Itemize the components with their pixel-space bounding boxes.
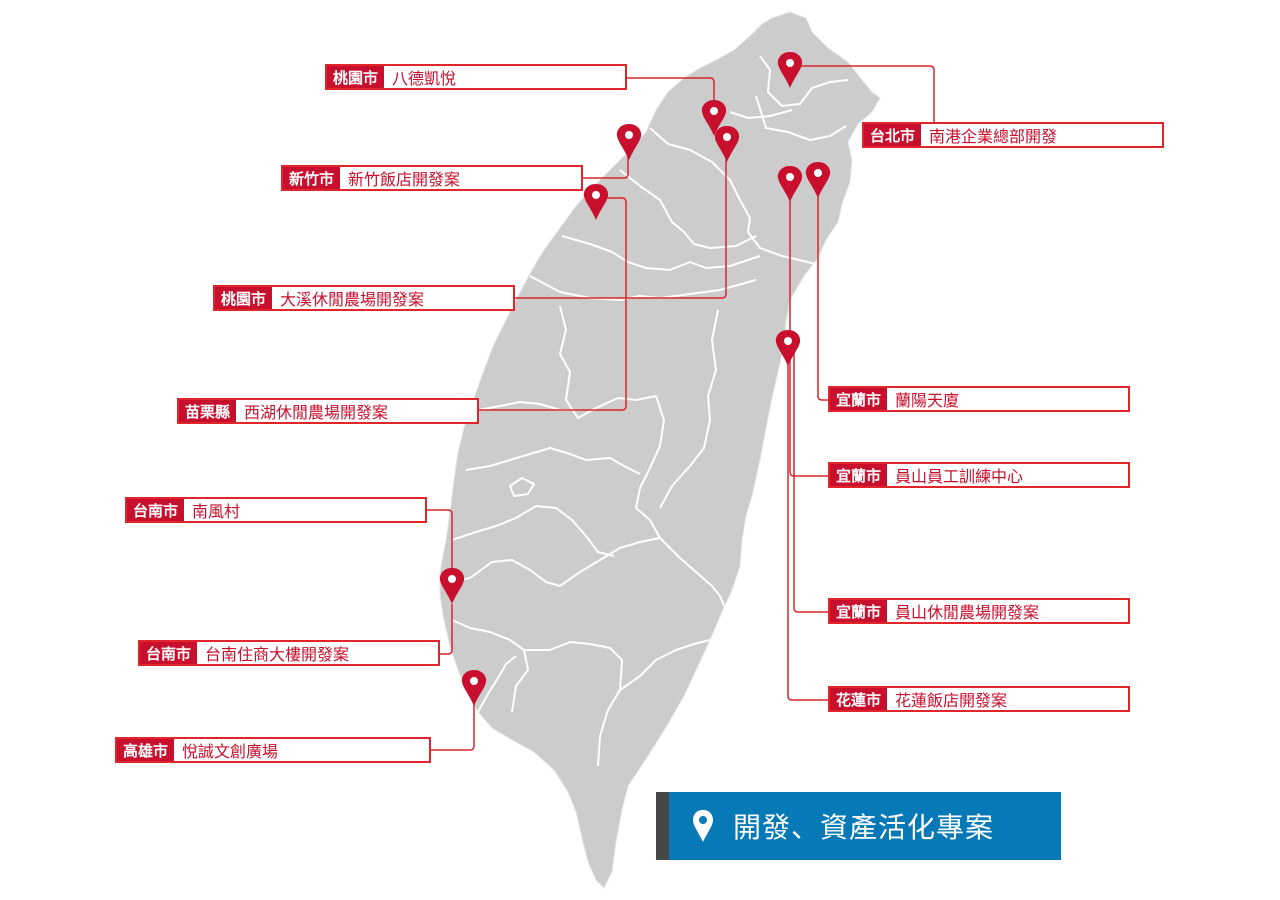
label-taipei-nangang[interactable]: 台北市 南港企業總部開發 [862,122,1164,148]
label-kaohsiung-yuecheng[interactable]: 高雄市 悅誠文創廣場 [115,737,431,763]
project-name: 八德凱悅 [392,69,457,88]
label-taoyuan-daxi[interactable]: 桃園市 大溪休閒農場開發案 [213,285,515,311]
city-name: 宜蘭市 [830,600,888,622]
label-yilan-lanyang[interactable]: 宜蘭市 蘭陽天廈 [828,386,1130,412]
project-name: 大溪休閒農場開發案 [280,290,425,309]
legend-box: 開發、資產活化專案 [656,792,1061,860]
county-borders [443,55,849,767]
project-name: 西湖休閒農場開發案 [244,403,389,422]
taiwan-island-shape [439,11,881,889]
project-name: 南港企業總部開發 [929,127,1058,146]
city-name: 宜蘭市 [830,464,888,486]
map-pin-icon [693,810,713,842]
project-name: 花蓮飯店開發案 [895,691,1008,710]
label-tainan-nanfeng[interactable]: 台南市 南風村 [125,497,427,523]
city-name: 花蓮市 [830,688,888,710]
project-name: 台南住商大樓開發案 [205,645,350,664]
project-name: 悅誠文創廣場 [182,742,279,761]
city-name: 桃園市 [327,66,385,88]
legend-accent-bar [656,792,669,860]
project-name: 員山員工訓練中心 [895,467,1024,486]
label-yilan-training[interactable]: 宜蘭市 員山員工訓練中心 [828,462,1130,488]
legend-title: 開發、資產活化專案 [733,811,995,844]
project-name: 蘭陽天廈 [895,391,960,410]
city-name: 台北市 [864,124,922,146]
label-tainan-building[interactable]: 台南市 台南住商大樓開發案 [138,640,440,666]
label-taoyuan-bade[interactable]: 桃園市 八德凱悅 [325,64,627,90]
label-miaoli-xihu[interactable]: 苗栗縣 西湖休閒農場開發案 [177,398,479,424]
city-name: 苗栗縣 [179,400,237,422]
project-name: 南風村 [192,502,241,521]
city-name: 台南市 [127,499,185,521]
label-hualien-hotel[interactable]: 花蓮市 花蓮飯店開發案 [828,686,1130,712]
city-name: 新竹市 [283,167,341,189]
city-name: 桃園市 [215,287,273,309]
city-name: 台南市 [140,642,198,664]
city-name: 高雄市 [117,739,175,761]
connector-lines [426,65,935,751]
city-name: 宜蘭市 [830,388,888,410]
project-name: 員山休閒農場開發案 [895,603,1040,622]
project-name: 新竹飯店開發案 [348,170,461,189]
label-yilan-farm[interactable]: 宜蘭市 員山休閒農場開發案 [828,598,1130,624]
label-hsinchu-hotel[interactable]: 新竹市 新竹飯店開發案 [281,165,583,191]
